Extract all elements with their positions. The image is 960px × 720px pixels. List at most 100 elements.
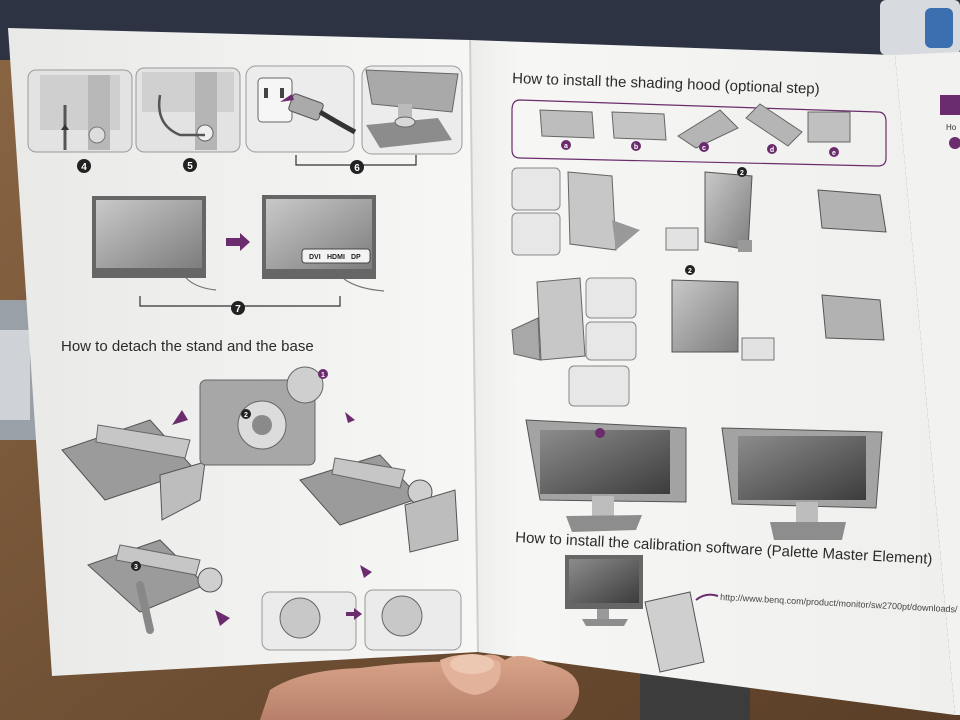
software-monitor-neck xyxy=(597,609,609,619)
step-5-clip xyxy=(196,124,214,142)
hood-monitor-1-neck xyxy=(738,240,752,252)
hood-part-d xyxy=(745,103,803,147)
monitor-right-neck xyxy=(796,502,818,522)
detach-knob-3 xyxy=(197,567,223,593)
next-page-text: Ho xyxy=(946,123,957,132)
hood-detail-2 xyxy=(511,212,561,256)
step-6-marker: 6 xyxy=(350,160,364,174)
arrow-down-left-icon xyxy=(360,565,372,578)
arrow-up-icon xyxy=(61,124,69,130)
right-page xyxy=(470,40,955,715)
hood-part-c-badge xyxy=(699,142,709,152)
hood-detail-4 xyxy=(585,321,637,361)
plug-in-arrow-icon xyxy=(280,94,294,102)
download-arrow-icon xyxy=(695,593,719,601)
hood-part-b xyxy=(611,111,667,141)
pc-tower xyxy=(644,591,705,673)
hood-side-b xyxy=(567,171,617,251)
hood-parts-frame xyxy=(511,99,887,167)
hood-detail-1 xyxy=(511,167,561,211)
hood-installed-top-1 xyxy=(817,189,887,233)
step-6-monitor xyxy=(365,69,459,113)
hood-monitor-1 xyxy=(704,171,753,251)
detach-plate-1 xyxy=(159,461,206,521)
connector-label-dp: DP xyxy=(351,254,361,261)
step-4-number: 4 xyxy=(81,162,87,173)
finger-right xyxy=(343,278,385,292)
hood-detail-5 xyxy=(568,365,630,407)
hood-side-d-2 xyxy=(511,317,541,361)
detach-marker-1-text: 1 xyxy=(321,372,325,379)
hood-side-b-2 xyxy=(536,277,586,361)
hood-part-c xyxy=(677,109,739,149)
detach-stand-arm-3 xyxy=(115,544,201,576)
detach-panel-b-mount xyxy=(381,595,423,637)
thumbnail xyxy=(450,654,494,674)
detach-knob xyxy=(286,366,324,404)
hood-step-2b-badge xyxy=(685,265,695,275)
next-page-marker xyxy=(949,137,960,149)
hood-part-a-badge xyxy=(561,140,571,150)
hood-part-a xyxy=(539,109,595,139)
software-monitor-screen xyxy=(569,559,639,603)
step-5-cable xyxy=(157,94,205,137)
hood-part-e-label: e xyxy=(832,150,836,157)
hood-part-b-label: b xyxy=(634,144,638,151)
hood-step-2-label: 2 xyxy=(740,170,744,177)
hood-part-b-badge xyxy=(631,141,641,151)
detach-marker-3-text: 3 xyxy=(134,564,138,571)
hood-part-d-badge xyxy=(767,144,777,154)
hood-clip-detail-2 xyxy=(741,337,775,361)
detach-heading: How to detach the stand and the base xyxy=(61,338,314,355)
arrow-right-small-icon xyxy=(346,608,362,620)
step-5-number: 5 xyxy=(187,161,193,172)
step-6-number: 6 xyxy=(354,163,360,174)
next-page xyxy=(895,52,960,715)
arrow-down-right-icon xyxy=(345,412,355,423)
arrow-right-icon xyxy=(226,233,250,251)
outlet-slot-left xyxy=(264,88,268,98)
hood-detail-3 xyxy=(585,277,637,319)
detach-hinge-center xyxy=(252,415,272,435)
step-5-monitor-back xyxy=(142,72,234,112)
monitor-left-screen xyxy=(540,430,670,494)
step-6-base-hole xyxy=(394,116,416,128)
hood-step-2b-label: 2 xyxy=(688,268,692,275)
step-7-marker: 7 xyxy=(231,301,245,315)
arrow-diagonal-icon xyxy=(172,410,188,425)
book-spine xyxy=(469,39,479,653)
outlet-slot-right xyxy=(280,88,284,98)
detach-hand xyxy=(136,581,154,634)
arrow-bottom-left-icon xyxy=(215,610,230,626)
input-selector-osd xyxy=(301,248,371,264)
detach-plate-2 xyxy=(404,489,459,553)
power-cord xyxy=(318,109,357,135)
software-monitor-base xyxy=(582,619,628,626)
finger-left xyxy=(185,277,217,291)
monitor-left-neck xyxy=(592,496,614,516)
monitor-right-base xyxy=(770,522,846,540)
connector-label-hdmi: HDMI xyxy=(327,254,345,261)
step-7-number: 7 xyxy=(235,304,241,315)
monitor-right-screen xyxy=(738,436,866,500)
background-object-light xyxy=(0,330,30,420)
hood-part-e xyxy=(807,111,851,143)
step-4-cable-hole xyxy=(88,126,106,144)
hood-monitor-2 xyxy=(671,279,739,353)
detach-stand-arm-1 xyxy=(95,424,191,459)
detach-marker-2: 2 xyxy=(241,409,251,419)
hood-installed-top-2 xyxy=(821,294,885,341)
step-4-marker: 4 xyxy=(77,159,91,173)
detach-marker-2-text: 2 xyxy=(244,412,248,419)
background-device-icon xyxy=(925,8,953,48)
hood-part-d-label: d xyxy=(770,147,774,154)
monitor-screen-left xyxy=(96,200,202,268)
hood-clip-detail-1 xyxy=(665,227,699,251)
detach-marker-1: 1 xyxy=(318,369,328,379)
hood-part-e-callout xyxy=(595,428,605,438)
detach-stand-arm-2 xyxy=(331,457,406,489)
hood-side-c xyxy=(612,220,640,250)
hood-step-2-badge xyxy=(737,167,747,177)
connector-label-dvi: DVI xyxy=(309,254,321,261)
